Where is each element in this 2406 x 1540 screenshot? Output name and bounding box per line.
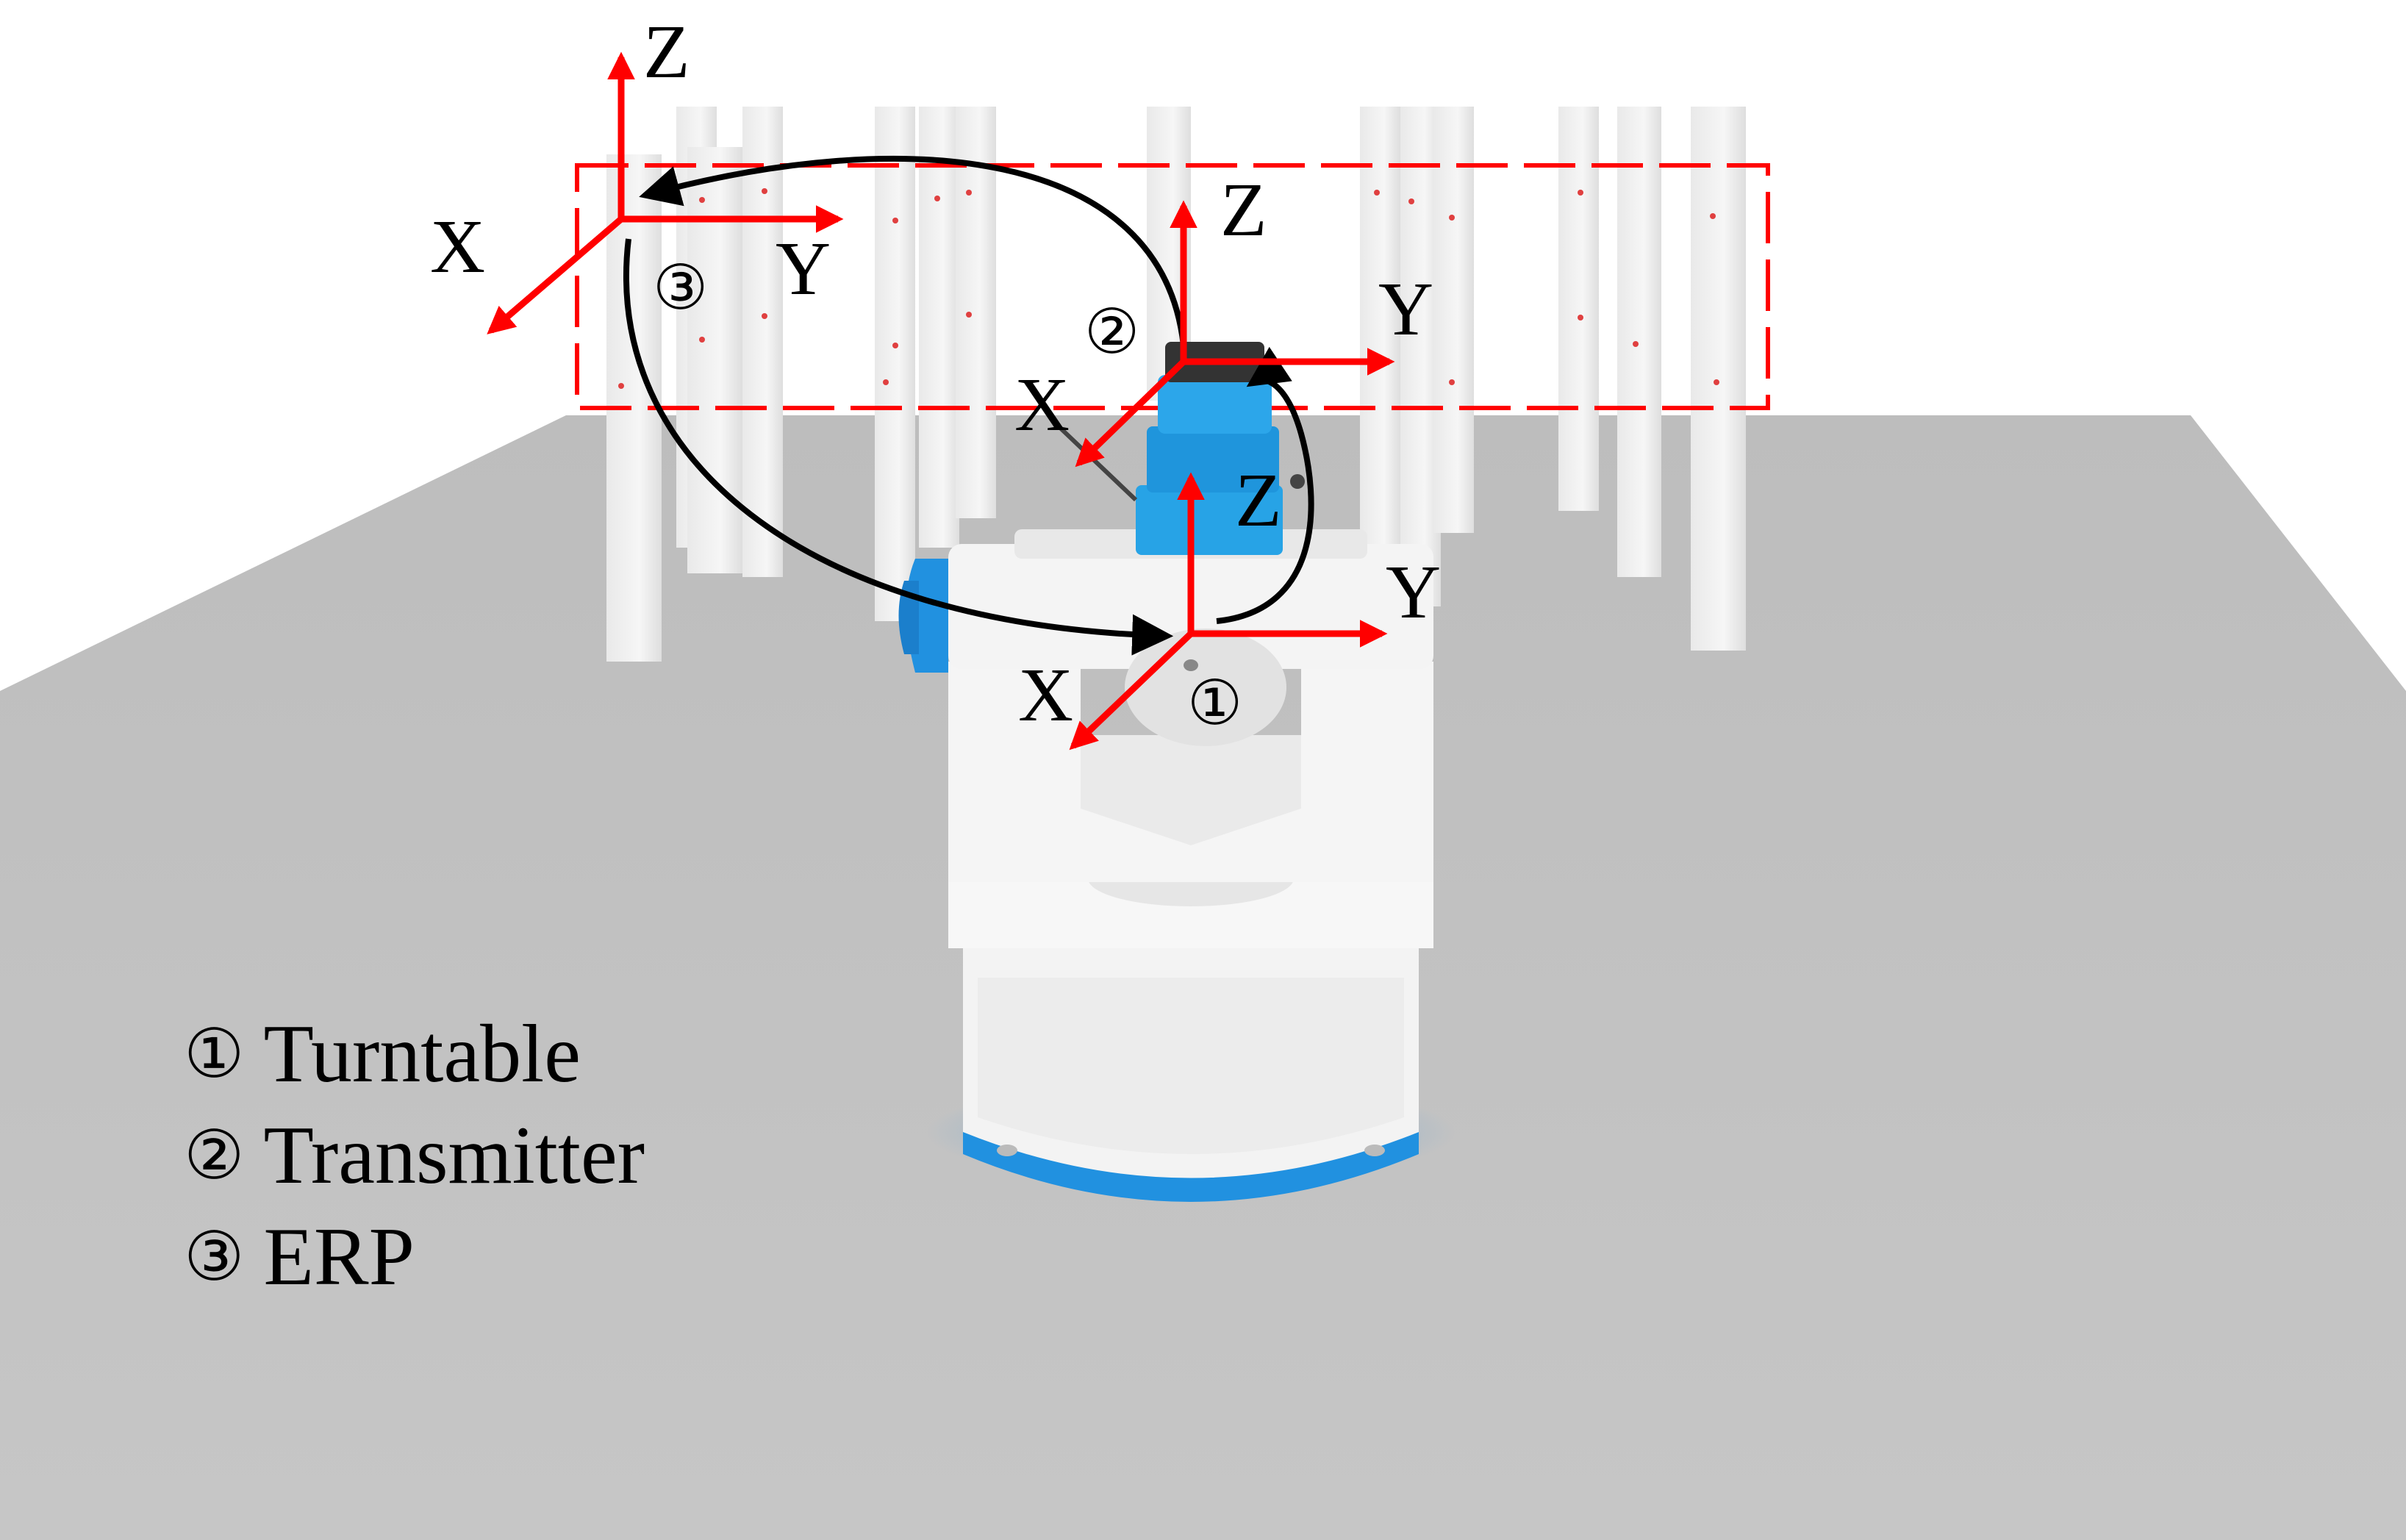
erp-y-label: Y <box>776 226 831 311</box>
turntable-y-label: Y <box>1386 550 1441 634</box>
erp-frame-number: ③ <box>653 251 708 323</box>
legend-number: ② <box>184 1116 245 1195</box>
legend-label: Transmitter <box>263 1110 645 1201</box>
transform-arrows <box>623 156 1314 656</box>
erp-frame-axes <box>487 51 844 334</box>
transmitter-z-label: Z <box>1220 168 1267 252</box>
legend-number: ③ <box>184 1217 245 1296</box>
turntable-z-label: Z <box>1235 458 1282 542</box>
erp-marker-dots <box>618 188 1719 389</box>
erp-x-label: X <box>430 204 485 289</box>
transmitter-y-label: Y <box>1378 267 1433 351</box>
legend-item-turntable: ① Turntable <box>184 1003 645 1105</box>
legend: ① Turntable ② Transmitter ③ ERP <box>184 1003 645 1308</box>
transmitter-x-label: X <box>1014 362 1070 447</box>
transmitter-frame-number: ② <box>1084 296 1139 368</box>
turntable-frame-number: ① <box>1187 667 1242 739</box>
legend-label: Turntable <box>263 1009 581 1100</box>
turntable-x-label: X <box>1018 653 1073 737</box>
legend-item-transmitter: ② Transmitter <box>184 1105 645 1206</box>
turntable-frame-axes <box>1069 472 1388 751</box>
legend-item-erp: ③ ERP <box>184 1206 645 1308</box>
legend-label: ERP <box>263 1211 415 1303</box>
legend-number: ① <box>184 1014 245 1093</box>
transmitter-frame-axes <box>1075 200 1395 468</box>
erp-z-label: Z <box>643 10 690 94</box>
